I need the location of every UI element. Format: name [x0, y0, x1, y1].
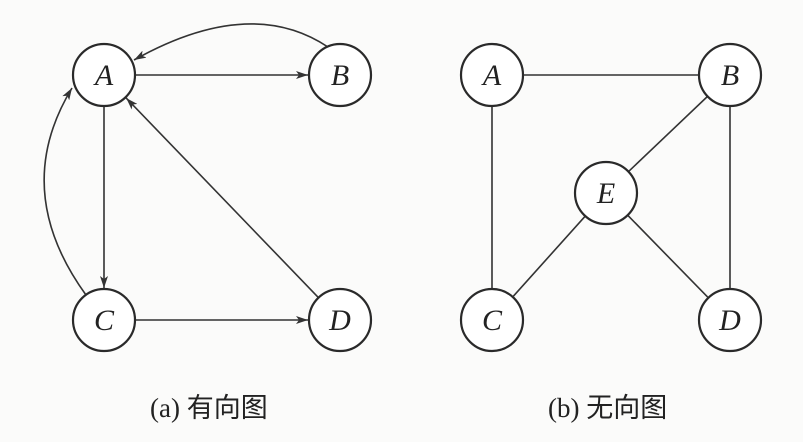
node-label: D: [718, 304, 741, 337]
node-label: B: [721, 59, 739, 92]
node-d: D: [307, 287, 373, 353]
node-a: A: [459, 42, 525, 108]
node-circle: [459, 42, 525, 108]
edge-b-e: [628, 95, 709, 172]
node-circle: [697, 287, 763, 353]
node-circle: [573, 160, 639, 226]
node-e: E: [573, 160, 639, 226]
node-circle: [71, 42, 137, 108]
node-label: A: [481, 59, 502, 92]
node-label: C: [94, 304, 115, 337]
node-c: C: [71, 287, 137, 353]
node-label: C: [482, 304, 503, 337]
node-label: A: [93, 59, 114, 92]
node-circle: [697, 42, 763, 108]
node-circle: [307, 42, 373, 108]
node-a: A: [71, 42, 137, 108]
node-circle: [71, 287, 137, 353]
arrow-b-a: [133, 23, 329, 61]
node-label: D: [328, 304, 351, 337]
node-d: D: [697, 287, 763, 353]
node-b: B: [307, 42, 373, 108]
node-c: C: [459, 287, 525, 353]
edge-e-d: [627, 214, 709, 298]
node-circle: [307, 287, 373, 353]
node-b: B: [697, 42, 763, 108]
node-circle: [459, 287, 525, 353]
caption-undirected-graph: (b) 无向图: [548, 393, 668, 423]
arrow-c-a: [43, 87, 87, 296]
node-label: E: [596, 177, 615, 210]
arrow-d-a: [125, 97, 320, 299]
node-label: B: [331, 59, 349, 92]
edge-e-c: [512, 215, 586, 297]
caption-directed-graph: (a) 有向图: [150, 393, 268, 423]
